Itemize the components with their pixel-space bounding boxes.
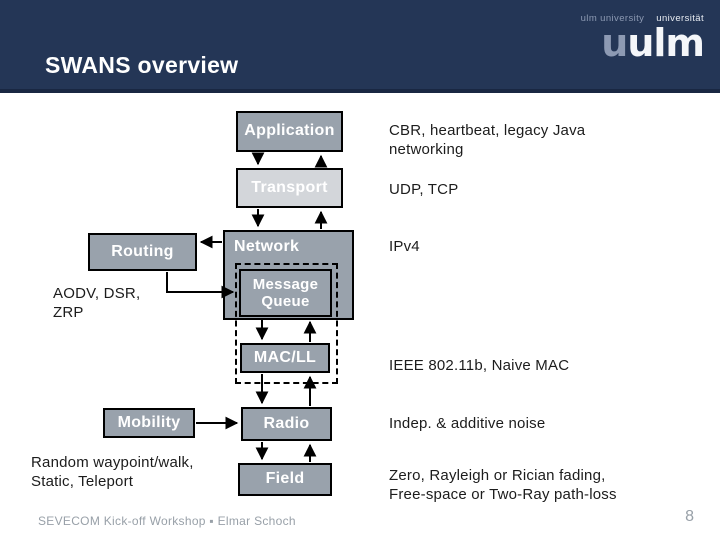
- annotation-line: Random waypoint/walk,: [31, 454, 194, 471]
- logo-wordmark-u: u: [601, 20, 628, 65]
- annotation-line: Indep. & additive noise: [389, 415, 546, 432]
- network-label: Network: [234, 238, 300, 255]
- header-band: SWANS overview ulm university universität…: [0, 0, 720, 93]
- annotation-line: IEEE 802.11b, Naive MAC: [389, 357, 570, 374]
- page-title: SWANS overview: [45, 52, 239, 78]
- logo-wordmark-ulm: ulm: [627, 20, 705, 65]
- dashed-group-border: [235, 263, 338, 384]
- annotation-line: Free-space or Two-Ray path-loss: [389, 486, 617, 503]
- annotation-mobility: Random waypoint/walk, Static, Teleport: [31, 453, 194, 491]
- diagram-box-application: Application: [236, 111, 343, 152]
- mac-ll-label: MAC/LL: [253, 348, 317, 366]
- diagram-box-radio: Radio: [241, 407, 332, 441]
- logo-tagline-left: ulm university: [580, 13, 645, 24]
- transport-label: Transport: [251, 178, 328, 196]
- annotation-transport: UDP, TCP: [389, 180, 458, 199]
- field-label: Field: [265, 470, 305, 488]
- diagram-box-transport: Transport: [236, 168, 343, 208]
- logo-tagline-right: universität: [656, 13, 704, 24]
- annotation-radio: Indep. & additive noise: [389, 414, 545, 433]
- annotation-field: Zero, Rayleigh or Rician fading, Free-sp…: [389, 466, 617, 504]
- annotation-line: CBR, heartbeat, legacy Java: [389, 122, 586, 139]
- message-queue-label: Message Queue: [252, 275, 319, 310]
- annotation-application: CBR, heartbeat, legacy Java networking: [389, 121, 585, 159]
- annotation-network: IPv4: [389, 237, 420, 256]
- diagram-box-routing: Routing: [88, 233, 197, 271]
- annotation-line: Static, Teleport: [31, 473, 134, 490]
- routing-label: Routing: [111, 242, 174, 260]
- diagram-box-mac-ll: MAC/LL: [240, 343, 330, 373]
- logo-wordmark: uulm: [581, 24, 705, 62]
- diagram-box-mobility: Mobility: [103, 408, 195, 438]
- diagram-box-field: Field: [238, 463, 332, 496]
- diagram-box-message-queue: Message Queue: [239, 269, 332, 317]
- annotation-line: networking: [389, 141, 464, 158]
- footer-text: SEVECOM Kick-off Workshop ▪ Elmar Schoch: [38, 514, 296, 528]
- application-label: Application: [244, 122, 335, 140]
- annotation-line: IPv4: [389, 238, 420, 255]
- uulm-logo: ulm university universität uulm: [581, 14, 705, 62]
- annotation-line: UDP, TCP: [389, 181, 459, 198]
- mobility-label: Mobility: [117, 413, 181, 431]
- annotation-line: ZRP: [53, 304, 84, 321]
- annotation-routing: AODV, DSR, ZRP: [53, 284, 140, 322]
- annotation-mac-ll: IEEE 802.11b, Naive MAC: [389, 356, 569, 375]
- logo-tagline: ulm university universität: [581, 14, 704, 24]
- annotation-line: Zero, Rayleigh or Rician fading,: [389, 467, 606, 484]
- radio-label: Radio: [263, 414, 310, 432]
- annotation-line: AODV, DSR,: [53, 285, 141, 302]
- page-number: 8: [685, 508, 694, 525]
